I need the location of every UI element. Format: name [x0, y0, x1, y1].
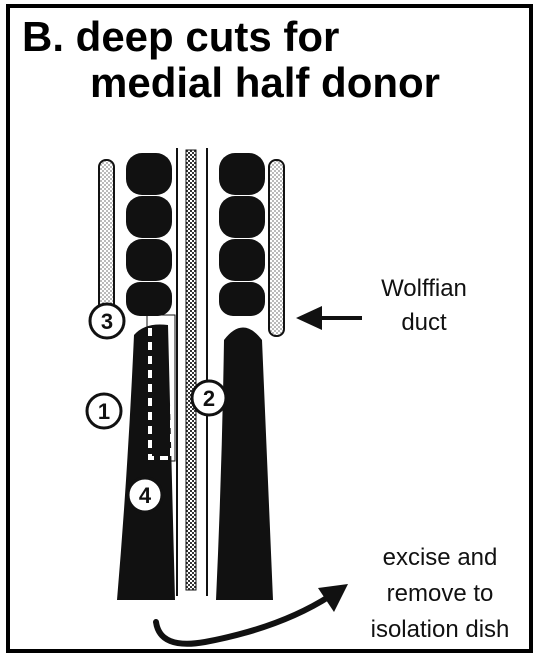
left-presomitic-mesoderm	[117, 324, 175, 600]
somite	[126, 239, 172, 281]
notochord	[186, 150, 196, 590]
right-wolffian-duct	[269, 160, 284, 336]
right-presomitic-mesoderm	[216, 328, 273, 601]
somite	[219, 153, 265, 195]
cut-marker-4-label: 4	[139, 483, 152, 508]
excise-label-line-3: isolation dish	[371, 616, 510, 643]
wolffian-arrow-icon	[296, 306, 362, 330]
somite	[219, 282, 265, 316]
cut-marker-1: 1	[87, 394, 121, 428]
wolffian-label-line-2: duct	[401, 309, 447, 336]
somite	[219, 196, 265, 238]
excise-label-line-1: excise and	[383, 544, 498, 571]
cut-marker-2-label: 2	[203, 386, 215, 411]
right-somites	[219, 153, 265, 316]
somite	[219, 239, 265, 281]
somite	[126, 153, 172, 195]
left-somites	[126, 153, 172, 316]
cut-marker-4: 4	[128, 478, 162, 512]
cut-marker-1-label: 1	[98, 399, 110, 424]
somite	[126, 282, 172, 316]
wolffian-label-line-1: Wolffian	[381, 275, 467, 302]
somite	[126, 196, 172, 238]
excise-label-line-2: remove to	[387, 580, 494, 607]
cut-marker-3: 3	[90, 304, 124, 338]
cut-marker-3-label: 3	[101, 309, 113, 334]
cut-marker-2: 2	[192, 381, 226, 415]
